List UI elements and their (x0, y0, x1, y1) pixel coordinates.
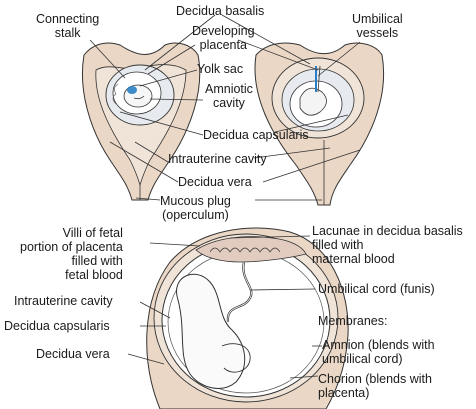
term-uterus (146, 227, 349, 409)
label-yolk-sac: Yolk sac (197, 62, 244, 76)
label-villi: Villi of fetal portion of placenta fille… (20, 226, 123, 282)
label-connecting-stalk: Connecting stalk (36, 12, 100, 40)
label-umbilical-vessels: Umbilical vessels (352, 12, 403, 40)
label-chorion: Chorion (blends with placenta) (318, 372, 432, 400)
label-intrauterine-cavity-bottom: Intrauterine cavity (14, 294, 113, 308)
label-decidua-basalis: Decidua basalis (176, 4, 265, 18)
label-intrauterine-cavity-top: Intrauterine cavity (168, 152, 267, 166)
leader-lines (89, 14, 361, 379)
early-uterus-right (254, 42, 385, 206)
label-amniotic-cavity: Amniotic cavity (205, 82, 253, 110)
label-decidua-capsularis-top: Decidua capsularis (203, 128, 309, 142)
label-decidua-capsularis-bottom: Decidua capsularis (4, 319, 110, 333)
label-lacunae: Lacunae in decidua basalis filled with m… (312, 224, 463, 266)
label-membranes: Membranes: (318, 314, 388, 328)
early-uterus-left (81, 42, 201, 201)
label-decidua-vera-top: Decidua vera (178, 175, 252, 189)
label-decidua-vera-bottom: Decidua vera (36, 347, 110, 361)
label-mucous-plug: Mucous plug (operculum) (160, 194, 231, 222)
label-amnion: Amnion (blends with umbilical cord) (322, 338, 435, 366)
label-umbilical-cord: Umbilical cord (funis) (318, 282, 435, 296)
label-developing-placenta: Developing placenta (192, 24, 255, 52)
